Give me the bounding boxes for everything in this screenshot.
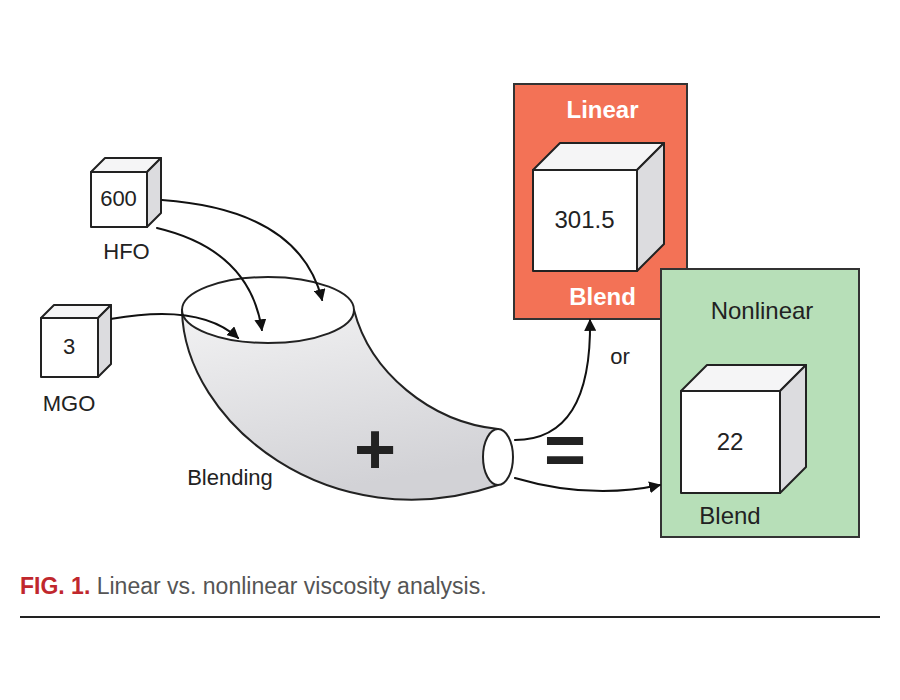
cube-side (780, 365, 806, 493)
cube-outline (40, 304, 112, 378)
fuel-label: MGO (15, 392, 123, 416)
panel-footer: Blend (670, 503, 790, 529)
equals-sign: = (538, 410, 592, 489)
cube-front (533, 170, 637, 271)
cube-side (637, 143, 664, 271)
figure-caption: FIG. 1. Linear vs. nonlinear viscosity a… (20, 573, 880, 601)
caption-rule (20, 616, 880, 618)
cube-value: 3 (40, 335, 98, 359)
cube-front (91, 172, 147, 227)
cube-value: 22 (680, 429, 780, 455)
cube-side (98, 305, 111, 377)
edge-label: or (590, 345, 650, 369)
flow-arrow (162, 200, 322, 300)
cube-side (147, 158, 161, 227)
blending-pipe: +Blending (180, 272, 520, 512)
panel-heading: Linear (515, 97, 690, 123)
fuel-cube: 3MGO (40, 304, 112, 378)
flow-arrow (515, 320, 590, 440)
pipe-outlet (483, 429, 513, 485)
cube-value: 600 (90, 187, 147, 211)
plus-sign: + (340, 410, 410, 489)
cube-front (681, 391, 780, 493)
caption-number: FIG. 1. (20, 573, 90, 599)
pipe-label: Blending (175, 466, 285, 490)
result-cube: 301.5 (532, 142, 665, 272)
result-panel: NonlinearBlend 22 (660, 268, 860, 538)
cube-value: 301.5 (532, 207, 637, 233)
fuel-label: HFO (73, 240, 180, 264)
pipe-inlet (182, 277, 354, 343)
caption-text: Linear vs. nonlinear viscosity analysis. (90, 573, 486, 599)
flow-arrow (157, 228, 262, 330)
cube-outline (680, 364, 807, 494)
panel-heading: Nonlinear (662, 298, 862, 324)
flow-arrow (112, 314, 238, 338)
cube-front (41, 318, 98, 377)
fuel-cube: 600HFO (90, 157, 162, 228)
flow-arrow (515, 478, 660, 491)
result-cube: 22 (680, 364, 807, 494)
